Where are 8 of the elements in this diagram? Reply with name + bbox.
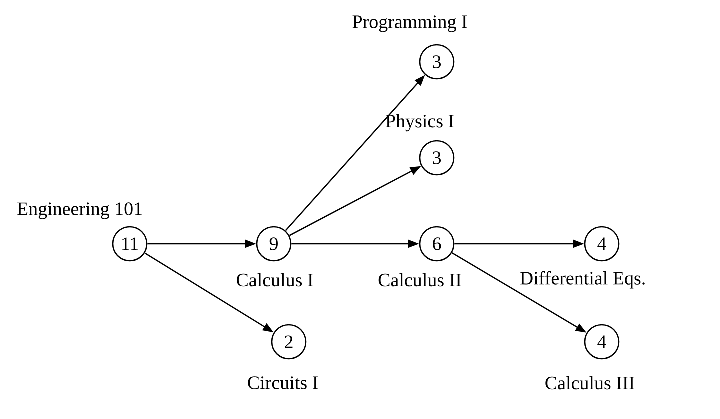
course-label: Programming I: [352, 16, 468, 32]
course-label: Physics I: [386, 114, 454, 132]
course-label: Engineering 101: [18, 202, 142, 220]
course-label: Differential Eqs.: [520, 271, 645, 289]
course-label: Circuits I: [248, 376, 318, 390]
course-label: Calculus II: [378, 273, 462, 287]
course-label: Calculus III: [546, 376, 634, 390]
course-label: Calculus I: [237, 273, 314, 287]
